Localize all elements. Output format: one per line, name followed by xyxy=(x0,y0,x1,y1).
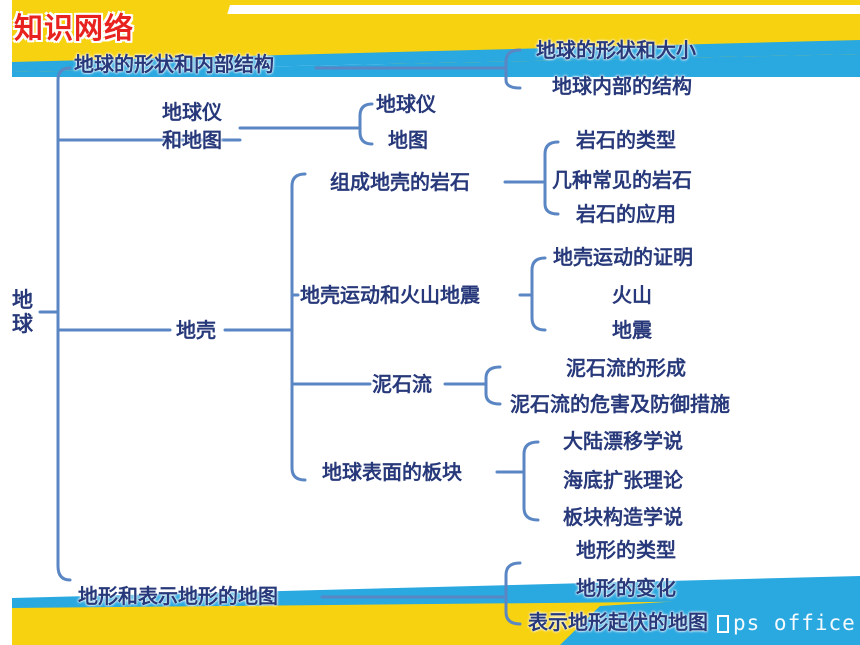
page-title: 知识网络 xyxy=(14,11,135,45)
leaf-volcano: 火山 xyxy=(612,283,652,307)
sub-crust-movement: 地壳运动和火山地震 xyxy=(300,283,480,307)
leaf-continental-drift: 大陆漂移学说 xyxy=(563,429,683,453)
leaf-shape-size: 地球的形状和大小 xyxy=(536,38,696,62)
branch-crust: 地壳 xyxy=(176,318,216,342)
leaf-movement-proof: 地壳运动的证明 xyxy=(553,245,693,269)
leaf-seafloor-spreading: 海底扩张理论 xyxy=(563,468,683,492)
leaf-map: 地图 xyxy=(388,128,428,152)
leaf-common-rocks: 几种常见的岩石 xyxy=(552,168,692,192)
leaf-landform-changes: 地形的变化 xyxy=(576,576,676,600)
leaf-earthquake: 地震 xyxy=(612,318,652,342)
branch-landforms-maps: 地形和表示地形的地图 xyxy=(78,584,278,608)
wps-logo-icon xyxy=(716,614,730,634)
branch-shape-structure: 地球的形状和内部结构 xyxy=(74,52,274,76)
leaf-plate-tectonics: 板块构造学说 xyxy=(563,505,683,529)
leaf-internal-structure: 地球内部的结构 xyxy=(552,74,692,98)
sub-plates: 地球表面的板块 xyxy=(322,460,462,484)
branch-globe-map-line2: 和地图 xyxy=(162,128,222,152)
leaf-rock-types: 岩石的类型 xyxy=(576,128,676,152)
sub-debris-flow: 泥石流 xyxy=(372,372,432,396)
watermark: ps office xyxy=(733,611,856,635)
sub-rocks: 组成地壳的岩石 xyxy=(330,170,470,194)
branch-globe-map-line1: 地球仪 xyxy=(162,100,222,124)
leaf-landform-types: 地形的类型 xyxy=(576,538,676,562)
leaf-debris-formation: 泥石流的形成 xyxy=(566,356,686,380)
leaf-rock-uses: 岩石的应用 xyxy=(576,202,676,226)
leaf-debris-hazards: 泥石流的危害及防御措施 xyxy=(510,392,730,416)
root-node: 地球 xyxy=(12,288,33,336)
root-brace xyxy=(56,66,72,582)
leaf-globe: 地球仪 xyxy=(376,92,436,116)
leaf-relief-maps: 表示地形起伏的地图 xyxy=(528,610,708,634)
